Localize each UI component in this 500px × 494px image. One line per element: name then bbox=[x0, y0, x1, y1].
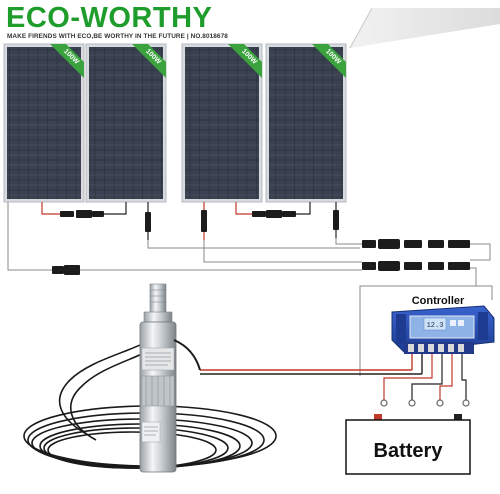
pump-lead-wires bbox=[200, 354, 423, 375]
controller-label: Controller bbox=[412, 295, 465, 307]
mc4-connector-pair bbox=[41, 202, 127, 218]
charge-controller: Controller 12.3 bbox=[391, 295, 495, 354]
solar-panel-1 bbox=[3, 43, 85, 203]
brand-logo: ECO-WORTHY bbox=[6, 2, 213, 34]
battery-label: Battery bbox=[374, 440, 444, 462]
y-branch-connector-top bbox=[362, 239, 470, 249]
solar-panel-2 bbox=[85, 43, 167, 203]
trunk-wiring bbox=[7, 202, 493, 376]
solar-panel-3 bbox=[181, 43, 263, 203]
mc4-connector-pair bbox=[235, 202, 311, 218]
extension-connector bbox=[52, 265, 80, 275]
submersible-pump bbox=[139, 283, 201, 473]
roof-plane bbox=[349, 7, 500, 49]
y-branch-connector-bottom bbox=[362, 261, 470, 271]
battery-lead-wires bbox=[380, 354, 470, 407]
battery: Battery bbox=[345, 414, 471, 475]
controller-display: 12.3 bbox=[427, 322, 444, 330]
panel-lead-wires bbox=[145, 202, 339, 240]
solar-panel-4 bbox=[265, 43, 347, 203]
brand-tagline: MAKE FIRENDS WITH ECO,BE WORTHY IN THE F… bbox=[7, 33, 228, 40]
